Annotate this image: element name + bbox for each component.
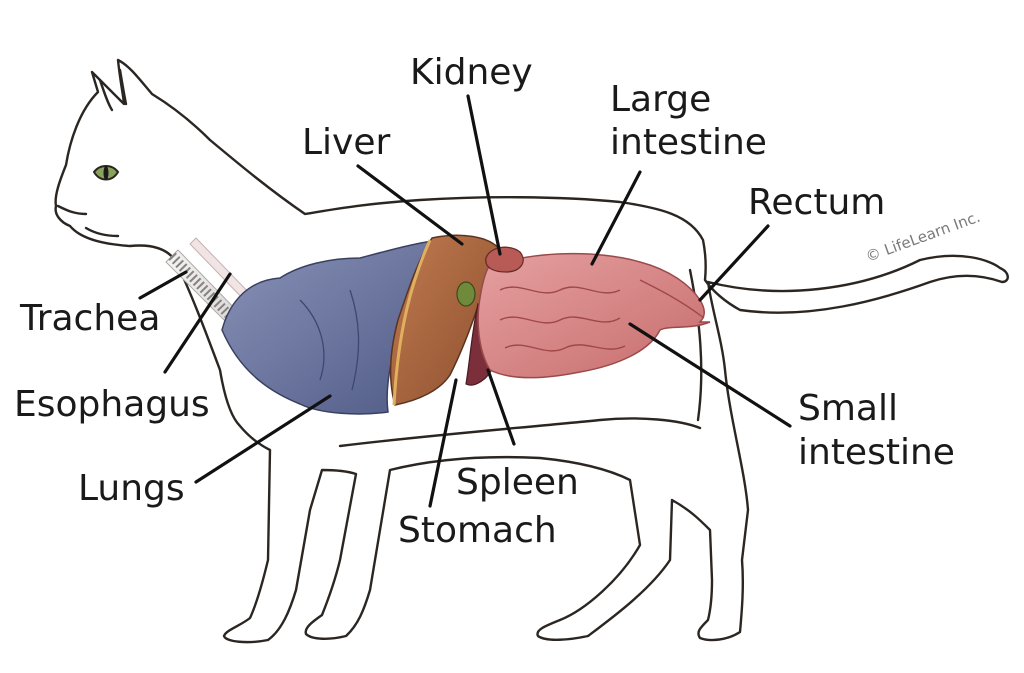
label-large-intestine-line1: Large bbox=[610, 79, 711, 120]
cat-hind-leg-line bbox=[688, 268, 703, 422]
label-rectum: Rectum bbox=[748, 182, 885, 223]
label-large-intestine-line2: intestine bbox=[610, 122, 767, 163]
gallbladder-shape bbox=[456, 281, 476, 307]
cat-eye bbox=[92, 165, 120, 181]
label-stomach: Stomach bbox=[398, 510, 557, 551]
leader-small-intestine bbox=[628, 322, 792, 428]
label-lungs: Lungs bbox=[78, 468, 185, 509]
cat-mouth bbox=[56, 204, 88, 216]
intestines-shape bbox=[477, 252, 711, 379]
label-spleen: Spleen bbox=[456, 462, 579, 503]
label-kidney: Kidney bbox=[410, 52, 533, 93]
leader-esophagus bbox=[163, 272, 232, 374]
label-small-intestine-line2: intestine bbox=[798, 432, 955, 473]
leader-rectum bbox=[698, 224, 770, 302]
liver-shape bbox=[389, 234, 502, 406]
leader-large-intestine bbox=[590, 170, 642, 266]
labels: Kidney Large intestine Liver Rectum Trac… bbox=[14, 52, 955, 551]
leader-kidney bbox=[466, 94, 502, 256]
leader-liver bbox=[356, 164, 464, 246]
cat-ear-inner-2 bbox=[118, 68, 128, 106]
cat-belly-line bbox=[338, 417, 702, 448]
kidney-shape bbox=[485, 246, 524, 273]
cat-chin bbox=[84, 226, 120, 238]
leader-stomach bbox=[428, 378, 458, 508]
leader-lungs bbox=[194, 394, 332, 484]
cat-head-and-back bbox=[54, 58, 1009, 644]
label-small-intestine-line1: Small bbox=[798, 388, 898, 429]
cat-ear-inner bbox=[98, 78, 114, 112]
leader-lines bbox=[138, 94, 792, 508]
leader-spleen bbox=[486, 368, 516, 446]
label-liver: Liver bbox=[302, 122, 391, 163]
trachea-shape bbox=[165, 249, 239, 323]
cat-outline bbox=[54, 58, 1009, 644]
label-trachea: Trachea bbox=[19, 298, 160, 339]
label-esophagus: Esophagus bbox=[14, 384, 210, 425]
leader-trachea bbox=[138, 270, 188, 300]
